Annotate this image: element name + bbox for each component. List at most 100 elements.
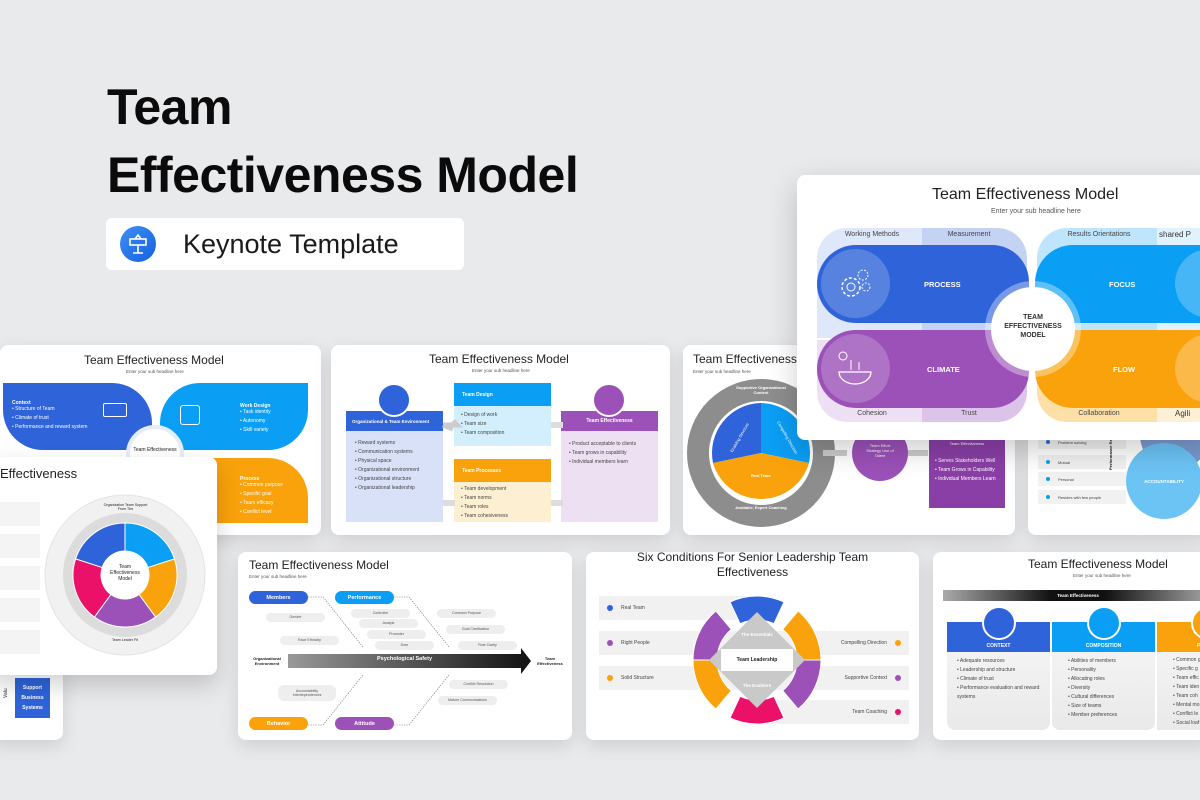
- slide-subtitle: Enter your sub headline here: [249, 574, 307, 579]
- list-item: Diversity: [1068, 684, 1117, 693]
- team-processes-list: Team developmentTeam normsTeam rolesTeam…: [461, 485, 508, 521]
- chip: Mature Communications: [438, 696, 497, 705]
- work-design-list: Task identityAutonomySkill variety: [240, 408, 271, 435]
- chip: Conflict Resolution: [449, 680, 508, 689]
- bullet-dot: [895, 675, 901, 681]
- slide-title: Team Effectiveness Model: [1028, 557, 1168, 571]
- left-label: Organizational Environment: [253, 656, 281, 666]
- list-item: Design of work: [461, 411, 504, 420]
- list-item: Team roles: [461, 503, 508, 512]
- list-item: Team efficacy: [240, 499, 283, 508]
- chip: Controller: [351, 609, 410, 618]
- list-item: Size of teams: [1068, 702, 1117, 711]
- ring-top-label: Supportive Organizational Context: [736, 385, 786, 395]
- process-pill[interactable]: PROCESS: [817, 245, 1029, 323]
- team-eff-header: Team Effectiveness: [561, 411, 658, 431]
- list-item: Specific g: [1173, 665, 1200, 674]
- row-label: Resides with few people: [1058, 494, 1102, 500]
- list-item: Team Grows in Capability: [935, 466, 996, 475]
- list-item: Adequate resources: [957, 657, 1045, 666]
- row-label: Problem solving: [1058, 439, 1087, 445]
- center-circle: [101, 551, 149, 599]
- slide-title: Six Conditions For Senior Leadership Tea…: [636, 552, 869, 579]
- list-item: Team size: [461, 420, 504, 429]
- list-item: Structure of Team: [12, 405, 82, 414]
- chip: Goal Clarification: [446, 625, 505, 634]
- list-item: Common g: [1173, 656, 1200, 665]
- keynote-badge: Keynote Template: [106, 218, 464, 270]
- slide-title: Team Effectiveness Model: [84, 353, 224, 367]
- pie-real-team: [713, 453, 809, 499]
- chip: Gender: [266, 613, 325, 622]
- list-item: Performance evaluation and reward system…: [957, 684, 1045, 702]
- list-item: Organizational leadership: [355, 484, 419, 493]
- list-item: Cultural differences: [1068, 693, 1117, 702]
- context-list: Adequate resourcesLeadership and structu…: [957, 657, 1045, 702]
- list-item: Team development: [461, 485, 508, 494]
- six-conditions-diagram: [692, 595, 822, 725]
- condition-row: Team Coaching: [766, 700, 909, 724]
- slide-thumbnail-flow[interactable]: Team Effectiveness Model Enter your sub …: [331, 345, 670, 535]
- context-block: Context Structure of TeamClimate of trus…: [3, 383, 152, 450]
- slide-thumbnail-cycle[interactable]: Effectiveness Organization Team Support …: [0, 457, 217, 675]
- psych-safety-arrow: [288, 648, 531, 674]
- accountability-circle: ACCOUNTABILITY: [1126, 443, 1200, 519]
- card-list: Serves Stakeholders WellTeam Grows in Ca…: [935, 457, 996, 484]
- list-item: Common purpose: [240, 481, 283, 490]
- list-item: Team effic: [1173, 674, 1200, 683]
- slide-subtitle: Enter your sub headline here: [126, 369, 184, 374]
- slide-subtitle: Enter your sub headline here: [1073, 573, 1131, 578]
- work-design-icon: [180, 405, 200, 425]
- axis-label: Performance Re: [1108, 439, 1113, 470]
- tab-label: Trust: [961, 410, 977, 417]
- bullet-dot: [895, 709, 901, 715]
- bullet-dot: [1046, 477, 1050, 481]
- list-item: Mental mo: [1173, 701, 1200, 710]
- support-box: Support Business Systems: [15, 678, 50, 718]
- hero-title-line2: Effectiveness Model: [107, 147, 579, 203]
- process-list: Common purposeSpecific goalTeam efficacy…: [240, 481, 283, 517]
- list-item: Team composition: [461, 429, 504, 438]
- right-label: Team Effectiveness: [537, 656, 563, 666]
- list-item: Specific goal: [240, 490, 283, 499]
- row: Resides with few people: [1038, 490, 1126, 504]
- behavior-pill: Behavior: [249, 717, 308, 730]
- chip: Role Clarity: [458, 641, 517, 650]
- chip: Common Purpose: [437, 609, 496, 618]
- team-eff-icon: [592, 383, 626, 417]
- slide-title: Effectiveness: [0, 466, 78, 481]
- bullet-dot: [607, 605, 613, 611]
- slide-thumbnail-six-conditions[interactable]: Six Conditions For Senior Leadership Tea…: [586, 552, 919, 740]
- list-item: Performance and reward system: [12, 423, 87, 432]
- chip: Accountability Interdependences: [278, 685, 336, 701]
- chip: Analyst: [359, 619, 418, 628]
- list-item: Organizational environment: [355, 466, 419, 475]
- org-env-header: Organizational & Team Environment: [346, 411, 443, 431]
- list-item: Communication systems: [355, 448, 419, 457]
- context-list: Structure of TeamClimate of trustPerform…: [12, 405, 87, 432]
- team-design-header: Team Design: [454, 383, 551, 406]
- list-item: Skill variety: [240, 426, 271, 435]
- top-label: Organization Team Support From The: [103, 503, 148, 511]
- featured-slide[interactable]: Team Effectiveness Model Enter your sub …: [797, 175, 1200, 440]
- list-item: Social loaf: [1173, 719, 1200, 728]
- list-item: Leadership and structure: [957, 666, 1045, 675]
- work-design-block: Work Design Task identityAutonomySkill v…: [160, 383, 308, 450]
- keynote-template-label: Keynote Template: [183, 229, 399, 259]
- row-label: Team Coaching: [852, 709, 887, 715]
- list-item: Individual members learn: [569, 458, 636, 467]
- left-rows: [0, 502, 40, 662]
- slide-title: Team Effectiveness Model: [249, 558, 389, 572]
- slide-thumbnail-columns[interactable]: Team Effectiveness Model Enter your sub …: [933, 552, 1200, 740]
- tab-label: Measurement: [947, 231, 991, 238]
- slide-title: Team Effectiveness: [693, 352, 797, 366]
- composition-icon: [1087, 606, 1121, 640]
- team-leadership-label: Team Leadership: [736, 657, 778, 663]
- list-item: Conflict level: [240, 508, 283, 517]
- row: Mutual: [1038, 455, 1126, 469]
- row-label: Right People: [621, 640, 650, 646]
- gears-icon: [821, 249, 890, 318]
- slide-thumbnail-fishbone[interactable]: Team Effectiveness Model Enter your sub …: [238, 552, 572, 740]
- bullet-dot: [607, 675, 613, 681]
- work-design-label: Work Design: [240, 403, 271, 409]
